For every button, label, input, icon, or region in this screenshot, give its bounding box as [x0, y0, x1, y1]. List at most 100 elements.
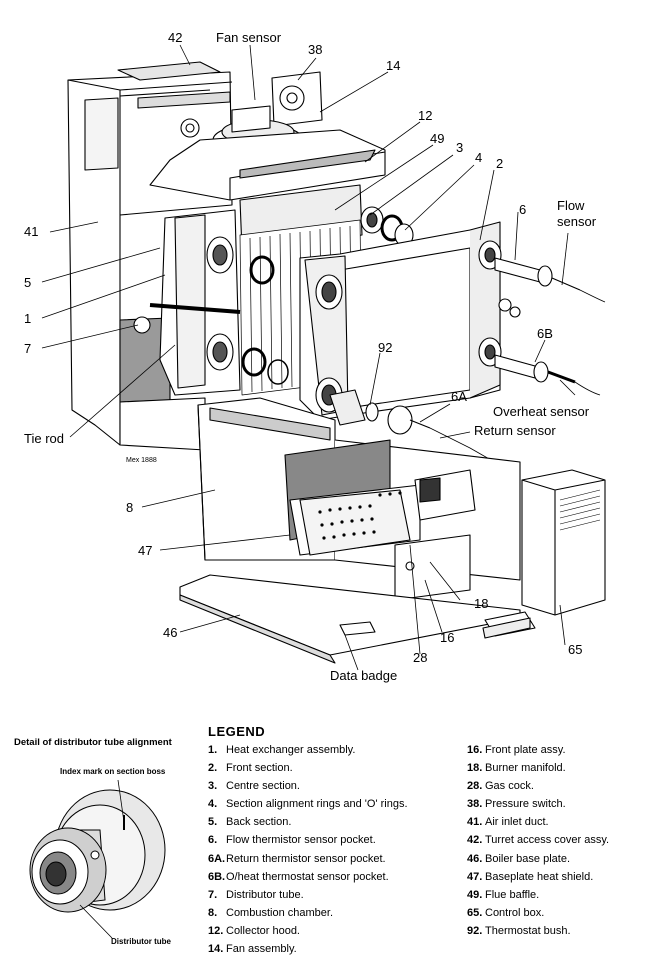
legend-item-number: 42.	[467, 834, 483, 847]
callout-flow-sensor-line2: sensor	[557, 214, 597, 229]
legend-item-number: 6A.	[208, 852, 226, 865]
detail-index-note: Index mark on section boss	[60, 767, 166, 776]
legend-item-number: 8.	[208, 906, 218, 919]
legend-item-number: 3.	[208, 780, 218, 793]
legend-item-number: 18.	[467, 762, 483, 775]
callout-47: 47	[138, 543, 152, 558]
control-box	[521, 469, 606, 616]
callout-data-badge: Data badge	[330, 668, 397, 683]
drawing-reference: Mex 1888	[126, 457, 157, 464]
collector-hood	[149, 129, 386, 201]
callout-1: 1	[24, 311, 31, 326]
legend-item-number: 4.	[208, 798, 218, 811]
legend-item-number: 49.	[467, 888, 483, 901]
legend-item-number: 38.	[467, 798, 483, 811]
legend-item-text: Front section.	[226, 762, 293, 775]
legend-item-number: 2.	[208, 762, 218, 775]
callout-8: 8	[126, 500, 133, 515]
callout-fan-sensor: Fan sensor	[216, 30, 282, 45]
burner	[299, 489, 411, 556]
boiler-exploded-diagram: 42 Fan sensor 38 14 12 49 3 4 2 6 Flow s…	[24, 30, 606, 683]
legend-item: 6B.O/heat thermostat sensor pocket.	[208, 868, 448, 886]
callout-65: 65	[568, 642, 582, 657]
callout-5: 5	[24, 275, 31, 290]
legend-item-text: Boiler base plate.	[485, 852, 570, 865]
callout-41: 41	[24, 224, 38, 239]
legend-item: 92.Thermostat bush.	[467, 922, 657, 940]
callout-7: 7	[24, 341, 31, 356]
legend-item-text: Collector hood.	[226, 924, 300, 937]
legend-item: 12.Collector hood.	[208, 922, 448, 940]
legend-item-text: Baseplate heat shield.	[485, 870, 594, 883]
legend-item-text: Pressure switch.	[485, 798, 566, 811]
callout-16: 16	[440, 630, 454, 645]
callout-38: 38	[308, 42, 322, 57]
callout-4: 4	[475, 150, 482, 165]
legend-item: 47.Baseplate heat shield.	[467, 868, 657, 886]
distributor-tube-detail	[29, 779, 166, 939]
legend-item-text: Heat exchanger assembly.	[226, 744, 356, 756]
legend-item: 14.Fan assembly.	[208, 940, 448, 958]
legend-item-number: 12.	[208, 924, 224, 937]
callout-6A: 6A	[451, 389, 467, 404]
legend-item-text: Flow thermistor sensor pocket.	[226, 834, 376, 847]
callout-12: 12	[418, 108, 432, 123]
legend-item-number: 6B.	[208, 870, 226, 883]
legend-item: 3.Centre section.	[208, 777, 448, 795]
legend-item-text: Section alignment rings and 'O' rings.	[226, 798, 408, 811]
callout-92: 92	[378, 340, 392, 355]
legend-title: LEGEND	[208, 724, 266, 739]
callout-6: 6	[519, 202, 526, 217]
legend-item-text: O/heat thermostat sensor pocket.	[226, 870, 389, 883]
callout-3: 3	[456, 140, 463, 155]
legend-item: 1.Heat exchanger assembly.	[208, 741, 448, 759]
detail-tube-label: Distributor tube	[111, 937, 171, 946]
callout-42: 42	[168, 30, 182, 45]
legend-item-number: 28.	[467, 780, 483, 793]
callout-49: 49	[430, 131, 444, 146]
callout-14: 14	[386, 58, 400, 73]
legend-item: 28.Gas cock.	[467, 777, 657, 795]
callout-tie-rod: Tie rod	[24, 431, 64, 446]
legend-item: 46.Boiler base plate.	[467, 850, 657, 868]
legend-item-text: Flue baffle.	[485, 888, 540, 901]
legend-item: 41.Air inlet duct.	[467, 813, 657, 831]
legend-item: 7. Distributor tube.	[208, 886, 448, 904]
legend-item-text: Back section.	[226, 816, 292, 829]
detail-title: Detail of distributor tube alignment	[14, 737, 172, 748]
legend-item-text: Front plate assy.	[485, 744, 566, 756]
callout-overheat-sensor: Overheat sensor	[493, 404, 590, 419]
legend-item-text: Control box.	[485, 906, 545, 919]
legend-item: 6. Flow thermistor sensor pocket.	[208, 831, 448, 849]
legend-item-number: 41.	[467, 816, 483, 829]
legend-item: 42.Turret access cover assy.	[467, 831, 657, 849]
legend-item-text: Fan assembly.	[226, 943, 297, 956]
legend-item-number: 65.	[467, 906, 483, 919]
legend-item-number: 46.	[467, 852, 483, 865]
legend-item-text: Distributor tube.	[226, 888, 304, 901]
legend-item: 2. Front section.	[208, 759, 448, 777]
legend-item: 4. Section alignment rings and 'O' rings.	[208, 795, 448, 813]
legend-right-column: 16.Front plate assy.18.Burner manifold.2…	[467, 741, 657, 940]
legend-item-text: Gas cock.	[485, 780, 534, 793]
legend-item: 18.Burner manifold.	[467, 759, 657, 777]
legend-item: 8. Combustion chamber.	[208, 904, 448, 922]
legend-item: 65.Control box.	[467, 904, 657, 922]
legend-item-number: 6.	[208, 834, 218, 847]
legend-item-text: Thermostat bush.	[485, 924, 571, 937]
legend-item-text: Burner manifold.	[485, 762, 566, 775]
callout-2: 2	[496, 156, 503, 171]
legend-item-number: 14.	[208, 943, 224, 956]
turret-cover	[117, 61, 221, 81]
callout-18: 18	[474, 596, 488, 611]
legend-item-text: Return thermistor sensor pocket.	[226, 852, 386, 865]
legend-item-number: 47.	[467, 870, 483, 883]
callout-28: 28	[413, 650, 427, 665]
legend-item-text: Combustion chamber.	[226, 906, 333, 919]
legend-item-number: 7.	[208, 888, 218, 901]
callout-46: 46	[163, 625, 177, 640]
legend-item-number: 5.	[208, 816, 218, 829]
callout-return-sensor: Return sensor	[474, 423, 556, 438]
legend-item-number: 16.	[467, 744, 483, 756]
legend-item: 16.Front plate assy.	[467, 741, 657, 759]
